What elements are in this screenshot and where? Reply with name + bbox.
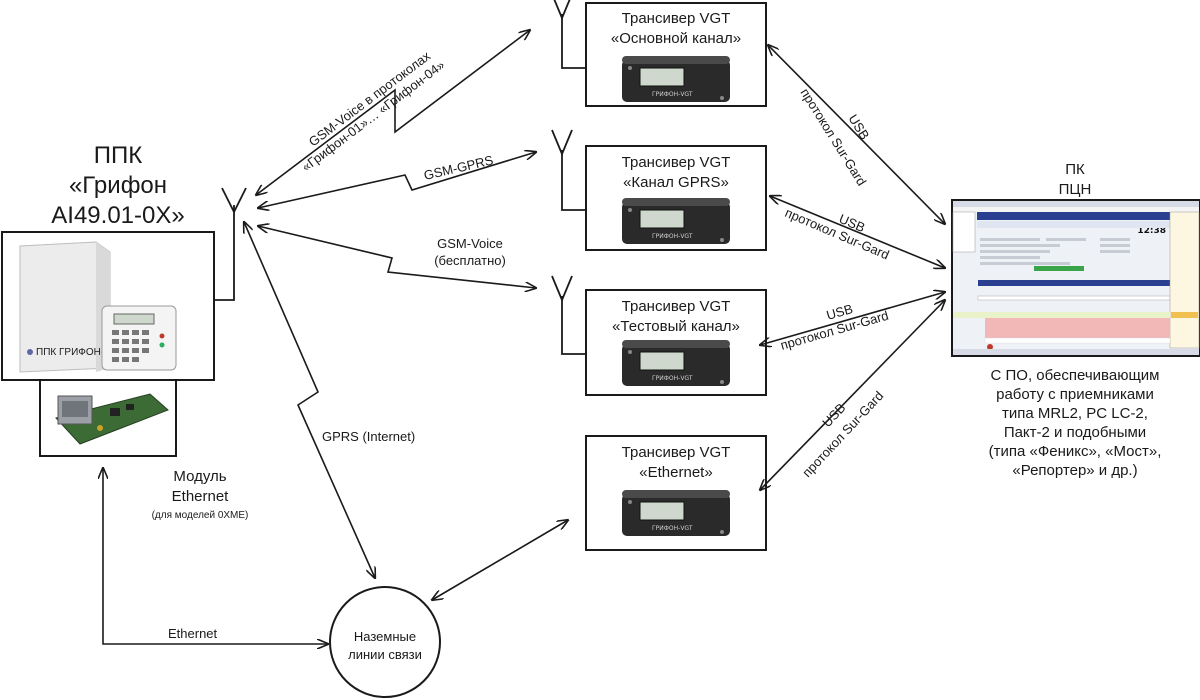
ppk-antenna-icon (214, 187, 247, 301)
ppk-title-3: AI49.01-0X» (51, 202, 184, 229)
link-gsm-gprs-label: GSM-GPRS (422, 152, 495, 183)
landline-label-1: Наземные (354, 629, 416, 644)
transceiver-ethernet-title-2: «Ethernet» (639, 464, 712, 481)
transceiver-gprs-title-1: Трансивер VGT (622, 154, 731, 171)
ethernet-module-image (55, 393, 169, 445)
landline-label-2: линии связи (348, 647, 422, 662)
transceiver-device-label: ГРИФОН-VGT (652, 375, 693, 382)
link-gsm-gprs (258, 152, 536, 208)
pc-desc-6: «Репортер» и др.) (1012, 462, 1137, 479)
ppk-panel-image: ППК ГРИФОН-МОЙ (19, 241, 177, 373)
landline-node (329, 586, 441, 698)
ethernet-module-title-1: Модуль (173, 468, 226, 485)
pc-title-2: ПЦН (1059, 181, 1092, 198)
ppk-title-2: «Грифон (69, 172, 167, 199)
transceiver-device-label: ГРИФОН-VGT (652, 91, 693, 98)
link-usb-main (768, 45, 945, 224)
transceiver-device-icon: ГРИФОН-VGT (622, 198, 730, 244)
link-usb-ethernet-label-2: протокол Sur-Gard (799, 388, 886, 480)
ethernet-module-title-2: Ethernet (172, 488, 230, 505)
link-gprs-internet (244, 222, 375, 578)
link-gsm-voice-free-label-1: GSM-Voice (437, 236, 503, 251)
pc-desc-1: С ПО, обеспечивающим (991, 367, 1160, 384)
link-gsm-voice-protocols-label-1: GSM-Voice в протоколах (306, 48, 434, 149)
pc-desc-4: Пакт-2 и подобными (1004, 424, 1146, 441)
transceiver-main: Трансивер VGT «Основной канал» ГРИФОН-VG… (553, 0, 767, 107)
link-usb-gprs (770, 196, 945, 268)
transceiver-test-title-2: «Тестовый канал» (612, 318, 740, 335)
link-gsm-voice-free-label-2: (бесплатно) (434, 253, 506, 268)
pc-desc-3: типа MRL2, PC LC-2, (1002, 405, 1148, 422)
pc-clock: 12:38 (1137, 226, 1166, 236)
transceiver-device-icon: ГРИФОН-VGT (622, 490, 730, 536)
link-gsm-voice-protocols-label-2: «Грифон-01»… «Грифон-04» (299, 57, 448, 174)
transceiver-gprs-title-2: «Канал GPRS» (623, 174, 729, 191)
transceiver-ethernet-title-1: Трансивер VGT (622, 444, 731, 461)
ppk-title-1: ППК (94, 142, 143, 169)
transceiver-test-title-1: Трансивер VGT (622, 298, 731, 315)
link-ethernet (103, 468, 328, 644)
link-usb-ethernet (760, 300, 945, 490)
link-landline-transceiver (432, 520, 568, 600)
transceiver-device-label: ГРИФОН-VGT (652, 525, 693, 532)
ethernet-module-note: (для моделей 0XME) (152, 510, 249, 521)
transceiver-main-title-1: Трансивер VGT (622, 10, 731, 27)
transceiver-test: Трансивер VGT «Тестовый канал» ГРИФОН-VG… (551, 275, 767, 396)
transceiver-device-icon: ГРИФОН-VGT (622, 56, 730, 102)
transceiver-gprs: Трансивер VGT «Канал GPRS» ГРИФОН-VGT (551, 129, 767, 251)
pc-desc-2: работу с приемниками (996, 386, 1154, 403)
link-ethernet-label: Ethernet (168, 626, 218, 641)
link-usb-gprs-label-2: протокол Sur-Gard (783, 205, 892, 262)
pc-title-1: ПК (1065, 161, 1085, 178)
transceiver-device-label: ГРИФОН-VGT (652, 233, 693, 240)
transceiver-ethernet: Трансивер VGT «Ethernet» ГРИФОН-VGT (585, 435, 767, 551)
pc-desc-5: (типа «Феникс», «Мост», (989, 443, 1162, 460)
link-gprs-internet-label: GPRS (Internet) (322, 429, 415, 444)
link-gsm-voice-protocols (256, 30, 530, 195)
transceiver-device-icon: ГРИФОН-VGT (622, 340, 730, 386)
pc-screenshot: 12:38 (951, 199, 1200, 357)
transceiver-main-title-2: «Основной канал» (611, 30, 741, 47)
